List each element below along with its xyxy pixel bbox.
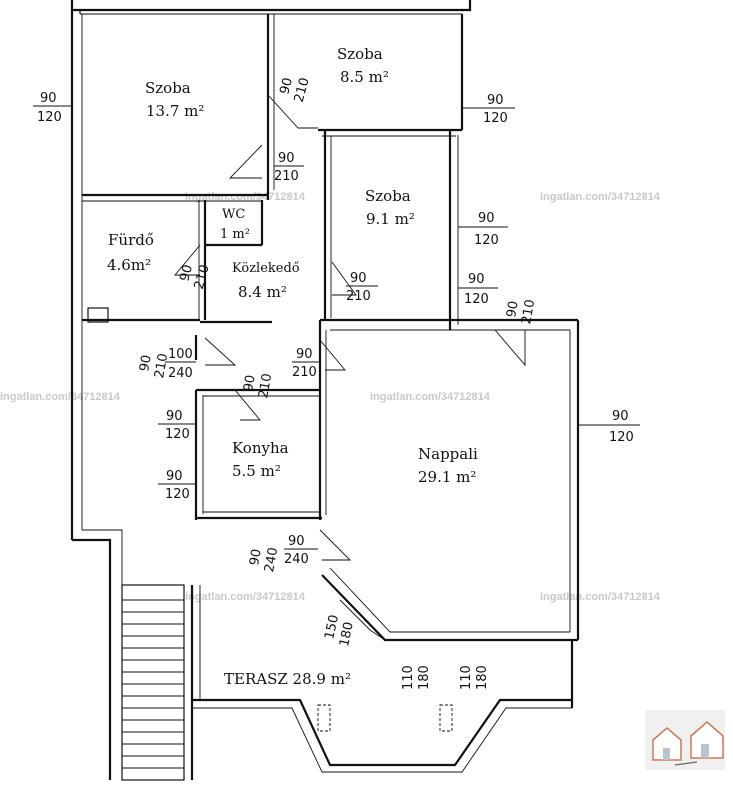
window-dimension: 110 180 <box>401 665 432 690</box>
svg-text:90: 90 <box>612 409 629 424</box>
svg-text:90: 90 <box>288 534 305 549</box>
room-name: Közlekedő <box>232 261 300 276</box>
svg-text:210: 210 <box>519 298 538 325</box>
door-dimension: 90 210 <box>177 263 213 291</box>
svg-text:120: 120 <box>165 427 190 442</box>
svg-text:110: 110 <box>459 665 474 690</box>
svg-text:90: 90 <box>177 263 196 283</box>
svg-text:120: 120 <box>165 487 190 502</box>
room-area: 8.5 m² <box>340 68 389 86</box>
room-area: 13.7 m² <box>146 102 204 120</box>
door-dimension: 90 210 <box>292 347 320 380</box>
room-area: 4.6m² <box>107 256 151 274</box>
svg-text:90: 90 <box>350 271 367 286</box>
svg-text:90: 90 <box>468 272 485 287</box>
room-name: Nappali <box>418 445 478 463</box>
svg-text:210: 210 <box>346 289 371 304</box>
watermark: ingatlan.com/34712814 <box>540 191 661 203</box>
watermark: ingatlan.com/34712814 <box>370 391 491 403</box>
door-dimension: 90 210 <box>137 352 171 379</box>
door-swings <box>174 94 526 641</box>
svg-text:210: 210 <box>152 352 171 379</box>
svg-text:120: 120 <box>483 111 508 126</box>
svg-text:210: 210 <box>274 169 299 184</box>
window-dimension: 90 120 <box>158 409 196 442</box>
room-area: 1 m² <box>220 227 250 242</box>
svg-text:90: 90 <box>478 211 495 226</box>
svg-text:210: 210 <box>292 76 313 104</box>
door-dimension: 90 210 <box>241 372 275 399</box>
door-dimension: 90 210 <box>274 151 304 184</box>
room-area: 29.1 m² <box>418 468 476 486</box>
svg-text:120: 120 <box>464 292 489 307</box>
svg-text:90: 90 <box>241 374 259 393</box>
svg-text:180: 180 <box>475 665 490 690</box>
terasz-label: TERASZ 28.9 m² <box>224 670 351 688</box>
watermark: ingatlan.com/34712814 <box>0 391 121 403</box>
svg-text:90: 90 <box>487 93 504 108</box>
svg-text:210: 210 <box>256 372 275 399</box>
svg-text:90: 90 <box>40 91 57 106</box>
svg-text:90: 90 <box>278 151 295 166</box>
room-area: 5.5 m² <box>232 462 281 480</box>
room-name: WC <box>222 207 245 222</box>
door-dimension: 90 210 <box>277 76 313 104</box>
outer-walls <box>70 0 580 780</box>
svg-text:240: 240 <box>262 546 281 573</box>
room-name: Szoba <box>145 79 191 97</box>
svg-text:90: 90 <box>166 469 183 484</box>
watermark: ingatlan.com/34712814 <box>185 591 306 603</box>
door-dimension: 150 180 <box>322 613 357 648</box>
room-name: Fürdő <box>108 231 154 249</box>
svg-text:90: 90 <box>504 300 522 319</box>
window-dimension: 90 120 <box>458 272 498 307</box>
svg-text:90: 90 <box>137 354 155 373</box>
svg-text:210: 210 <box>192 263 213 291</box>
svg-text:90: 90 <box>277 76 296 96</box>
svg-text:180: 180 <box>417 665 432 690</box>
svg-text:240: 240 <box>168 366 193 381</box>
window-dimension: 90 120 <box>462 93 515 126</box>
thumbnail-image <box>645 710 725 770</box>
room-name: Szoba <box>365 187 411 205</box>
door-dimension: 90 210 <box>504 298 538 325</box>
room-area: 8.4 m² <box>238 283 287 301</box>
window-dimension: 110 180 <box>459 665 490 690</box>
door-dimension: 90 240 <box>284 534 318 567</box>
svg-text:90: 90 <box>247 548 265 567</box>
svg-text:90: 90 <box>296 347 313 362</box>
terasz-columns <box>317 704 453 732</box>
svg-text:120: 120 <box>474 233 499 248</box>
svg-text:210: 210 <box>292 365 317 380</box>
watermark: ingatlan.com/34712814 <box>540 591 661 603</box>
window-dimension: 90 120 <box>458 211 508 248</box>
svg-text:240: 240 <box>284 552 309 567</box>
interior-walls <box>82 14 462 520</box>
svg-text:90: 90 <box>166 409 183 424</box>
svg-text:110: 110 <box>401 665 416 690</box>
svg-text:180: 180 <box>337 621 357 648</box>
door-dimension: 100 240 <box>165 347 196 381</box>
svg-text:120: 120 <box>37 110 62 125</box>
window-dimension: 90 120 <box>158 469 196 502</box>
room-name: Szoba <box>337 45 383 63</box>
svg-text:100: 100 <box>168 347 193 362</box>
window-dimension: 90 120 <box>578 409 640 445</box>
svg-text:120: 120 <box>609 430 634 445</box>
window-dimension: 90 120 <box>33 91 72 125</box>
door-dimension: 90 240 <box>247 546 281 573</box>
svg-text:150: 150 <box>322 613 342 640</box>
stairs <box>121 584 185 781</box>
door-dimension: 90 210 <box>346 271 378 304</box>
room-name: Konyha <box>232 439 289 457</box>
room-area: 9.1 m² <box>366 210 415 228</box>
